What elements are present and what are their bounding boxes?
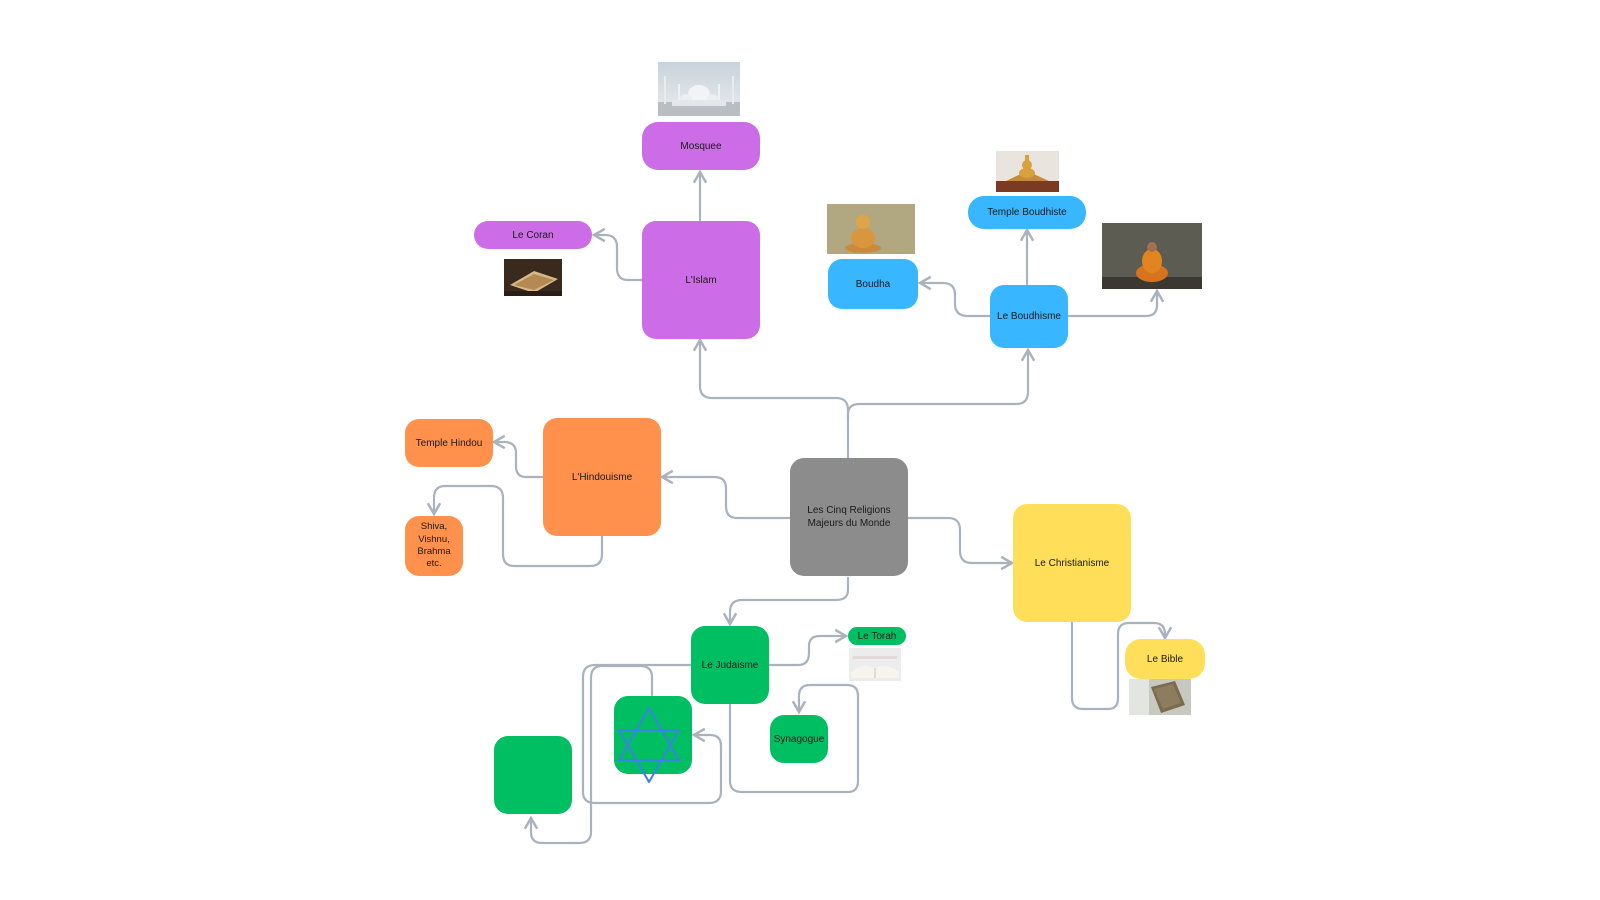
temple-hindou-node[interactable]: Temple Hindou — [405, 419, 493, 467]
star-of-david-icon — [618, 707, 680, 783]
connector-center-islam — [692, 337, 850, 460]
coran-node[interactable]: Le Coran — [474, 221, 592, 249]
connector-judaisme-synagogue — [728, 683, 860, 794]
temple-hindou-node-label: Temple Hindou — [415, 437, 483, 449]
judaisme-node-label: Le Judaisme — [701, 659, 759, 671]
dieux-hindous-node-label: Shiva, Vishnu, Brahma etc. — [417, 521, 451, 570]
torah-node-label: Le Torah — [857, 630, 897, 642]
monk-photo — [1102, 223, 1202, 289]
empty-box-node[interactable] — [494, 736, 572, 814]
mosque-photo — [658, 62, 740, 116]
bible-image — [1129, 679, 1191, 715]
hindouisme-node-label: L'Hindouisme — [571, 471, 633, 483]
connector-center-judaisme — [722, 576, 850, 627]
torah-node[interactable]: Le Torah — [848, 627, 906, 645]
boudha-node[interactable]: Boudha — [828, 259, 918, 309]
bible-node-label: Le Bible — [1146, 653, 1184, 665]
judaisme-node[interactable]: Le Judaisme — [691, 626, 769, 704]
buddha-statue-photo — [827, 204, 915, 254]
christianisme-node-label: Le Christianisme — [1034, 557, 1110, 569]
center-node-label: Les Cinq Religions Majeurs du Monde — [807, 505, 891, 529]
quran-image — [504, 259, 562, 296]
bouddhisme-node[interactable]: Le Boudhisme — [990, 285, 1068, 348]
mosquee-node[interactable]: Mosquee — [642, 122, 760, 170]
connector-judaisme-torah — [768, 628, 849, 667]
christianisme-node[interactable]: Le Christianisme — [1013, 504, 1131, 622]
temple-boudhiste-node[interactable]: Temple Boudhiste — [968, 196, 1086, 229]
hindouisme-node[interactable]: L'Hindouisme — [543, 418, 661, 536]
coran-node-label: Le Coran — [512, 229, 554, 241]
islam-node-label: L'Islam — [685, 274, 717, 286]
temple-boudhiste-node-label: Temple Boudhiste — [987, 207, 1067, 218]
buddha-temple-image — [996, 151, 1059, 192]
synagogue-node-label: Synagogue — [773, 733, 825, 745]
connector-bouddhisme-moine — [1066, 288, 1165, 318]
connector-etoile-boite — [523, 664, 654, 845]
monk-image — [1102, 223, 1202, 289]
islam-node[interactable]: L'Islam — [642, 221, 760, 339]
dieux-hindous-node[interactable]: Shiva, Vishnu, Brahma etc. — [405, 516, 463, 576]
connector-hindouisme-dieux — [426, 484, 604, 568]
synagogue-node[interactable]: Synagogue — [770, 715, 828, 763]
connector-center-christianisme — [906, 516, 1015, 571]
connector-bouddhisme-boudha — [917, 275, 992, 318]
star-of-david-node[interactable] — [614, 696, 692, 783]
connector-hindouisme-temple — [491, 434, 545, 479]
connector-islam-coran — [591, 227, 644, 282]
bouddhisme-node-label: Le Boudhisme — [997, 311, 1061, 322]
quran-photo — [504, 259, 562, 296]
center-node[interactable]: Les Cinq Religions Majeurs du Monde — [790, 458, 908, 576]
torah-photo — [849, 648, 901, 681]
mosque-image — [658, 62, 740, 116]
connector-judaisme-etoile — [581, 663, 723, 805]
boudha-node-label: Boudha — [855, 278, 891, 290]
bible-node[interactable]: Le Bible — [1125, 639, 1205, 679]
connector-center-bouddhisme — [846, 347, 1036, 422]
bible-photo — [1129, 679, 1191, 715]
torah-image — [849, 648, 901, 681]
mosquee-node-label: Mosquee — [680, 140, 722, 152]
buddha-statue-image — [827, 204, 915, 254]
connector-center-hindouisme — [659, 469, 792, 520]
buddha-temple-photo — [996, 151, 1059, 192]
connector-christianisme-bible — [1070, 620, 1173, 711]
